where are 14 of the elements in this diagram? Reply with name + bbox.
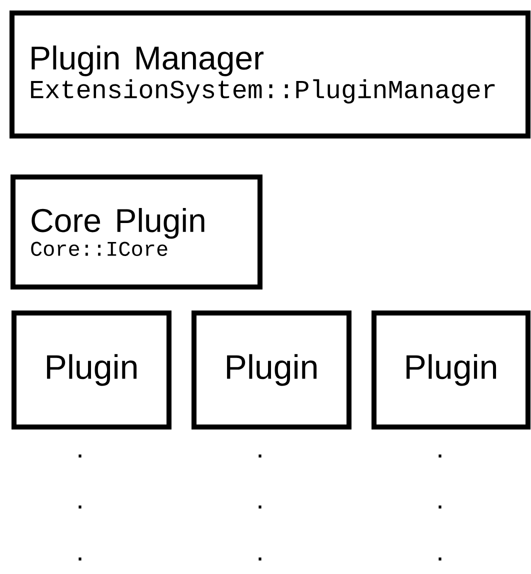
ellipsis-dot: . bbox=[78, 454, 82, 458]
ellipsis-dot: . bbox=[438, 454, 442, 458]
ellipsis-dot: . bbox=[258, 454, 262, 458]
ellipsis-dot: . bbox=[258, 506, 262, 508]
ellipsis-dot: . bbox=[438, 506, 442, 508]
ellipsis-dot: . bbox=[78, 506, 82, 508]
component-box: Plugin bbox=[192, 310, 352, 430]
component-box: Core Plugin Core::ICore bbox=[10, 174, 262, 290]
component-box: Plugin bbox=[12, 310, 172, 430]
ellipsis-dot: . bbox=[78, 558, 82, 560]
component-box: Plugin bbox=[372, 310, 530, 430]
ellipsis-dot: . bbox=[438, 558, 442, 560]
component-box: Plugin Manager ExtensionSystem::PluginManager bbox=[10, 10, 530, 138]
ellipsis-dot: . bbox=[258, 558, 262, 560]
